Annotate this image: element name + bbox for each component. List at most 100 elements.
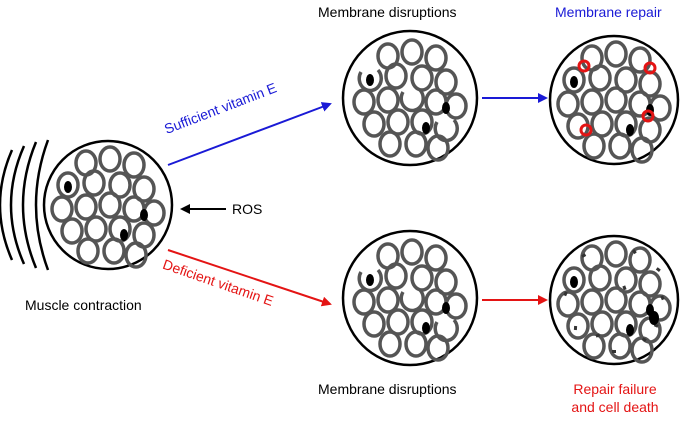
- myofibril-ring: [604, 40, 628, 68]
- myofibril-ring: [608, 132, 632, 160]
- myofibril-ring: [582, 332, 606, 360]
- repair-patch: [641, 109, 655, 123]
- myofibril-ring: [562, 266, 586, 294]
- myofibril-ring: [400, 38, 424, 66]
- myofibril-ring: [434, 268, 458, 296]
- cell-outline: [548, 234, 680, 366]
- myofibril-ring: [376, 86, 400, 114]
- nucleus: [626, 124, 634, 136]
- myofibril-ring: [630, 336, 654, 364]
- deficient-arrow: [167, 249, 332, 307]
- myofibril-ring: [638, 270, 662, 298]
- myofibril-ring: [604, 240, 628, 268]
- debris-fragment: [631, 249, 637, 255]
- debris-fragment: [641, 337, 647, 342]
- nucleus: [442, 102, 450, 114]
- myofibril-ring: [556, 90, 580, 118]
- debris-fragment: [622, 285, 627, 291]
- myofibril-ring: [628, 246, 652, 274]
- myofibril-ring: [580, 288, 604, 316]
- debris-fragment: [595, 333, 601, 338]
- myofibril-ring: [562, 66, 586, 94]
- myofibril-ring: [50, 195, 74, 223]
- repair-failure-line-1: Repair failure: [573, 381, 657, 397]
- nucleus: [570, 276, 578, 288]
- ros-label: ROS: [232, 201, 263, 217]
- myofibril-ring: [98, 191, 122, 219]
- disrupted-myofibril: [357, 268, 383, 293]
- myofibril-ring: [424, 44, 448, 72]
- motion-lines: [0, 139, 50, 271]
- myofibril-ring: [108, 171, 132, 199]
- repair-failure-label: Repair failure and cell death: [560, 380, 670, 416]
- nucleus: [649, 311, 659, 325]
- debris-fragment: [581, 253, 587, 258]
- cell-outline: [42, 139, 174, 271]
- myofibril-ring: [588, 64, 612, 92]
- membrane-repair-label: Membrane repair: [555, 4, 662, 20]
- muscle-contraction-label: Muscle contraction: [25, 297, 142, 313]
- myofibril-ring: [132, 175, 156, 203]
- sufficient-arrow: [167, 102, 332, 166]
- nucleus: [422, 322, 430, 334]
- nucleus: [442, 302, 450, 314]
- muscle-fiber-cross-section: [42, 139, 174, 271]
- myofibril-ring: [404, 330, 428, 358]
- myofibril-ring: [400, 238, 424, 266]
- myofibril-ring: [426, 334, 450, 362]
- disrupted-myofibril: [399, 288, 425, 313]
- myofibril-ring: [384, 62, 408, 90]
- myofibril-ring: [362, 310, 386, 338]
- myofibril-ring: [124, 241, 148, 269]
- nucleus: [366, 74, 374, 86]
- myofibril-ring: [608, 332, 632, 360]
- myofibril-ring: [82, 169, 106, 197]
- debris-fragment: [655, 267, 661, 273]
- nucleus: [120, 229, 128, 241]
- disrupted-fiber-bottom: [341, 229, 479, 367]
- myofibril-ring: [614, 266, 638, 294]
- myofibril-ring: [384, 262, 408, 290]
- cell-outline: [341, 229, 479, 367]
- myofibril-ring: [102, 237, 126, 265]
- myofibril-ring: [352, 288, 376, 316]
- nucleus: [626, 324, 634, 336]
- nucleus: [422, 122, 430, 134]
- cell-outline: [548, 34, 680, 166]
- dying-fiber: [548, 234, 680, 366]
- myofibril-ring: [122, 151, 146, 179]
- repair-patch: [577, 59, 591, 73]
- nucleus: [570, 76, 578, 88]
- myofibril-ring: [56, 171, 80, 199]
- myofibril-ring: [566, 312, 590, 340]
- myofibril-ring: [60, 217, 84, 245]
- debris-fragment: [573, 325, 578, 331]
- myofibril-ring: [604, 286, 628, 314]
- repair-failure-line-2: and cell death: [571, 399, 659, 415]
- myofibril-ring: [352, 88, 376, 116]
- myofibril-ring: [630, 136, 654, 164]
- myofibril-ring: [376, 286, 400, 314]
- myofibril-ring: [604, 86, 628, 114]
- myofibril-ring: [614, 66, 638, 94]
- disrupted-myofibril: [399, 88, 425, 113]
- myofibril-ring: [556, 290, 580, 318]
- cell-outline: [341, 29, 479, 167]
- myofibril-ring: [362, 110, 386, 138]
- myofibril-ring: [426, 134, 450, 162]
- debris-fragment: [563, 291, 568, 297]
- debris-fragment: [660, 295, 665, 301]
- myofibril-ring: [628, 46, 652, 74]
- repaired-fiber: [548, 34, 680, 166]
- nucleus: [366, 274, 374, 286]
- disrupted-myofibril: [357, 68, 383, 93]
- debris-fragment: [612, 350, 616, 353]
- myofibril-ring: [378, 130, 402, 158]
- membrane-disruptions-top-label: Membrane disruptions: [318, 4, 457, 20]
- myofibril-ring: [98, 145, 122, 173]
- repair-patch: [579, 123, 593, 137]
- membrane-disruptions-bottom-label: Membrane disruptions: [318, 381, 457, 397]
- myofibril-ring: [76, 237, 100, 265]
- myofibril-ring: [378, 330, 402, 358]
